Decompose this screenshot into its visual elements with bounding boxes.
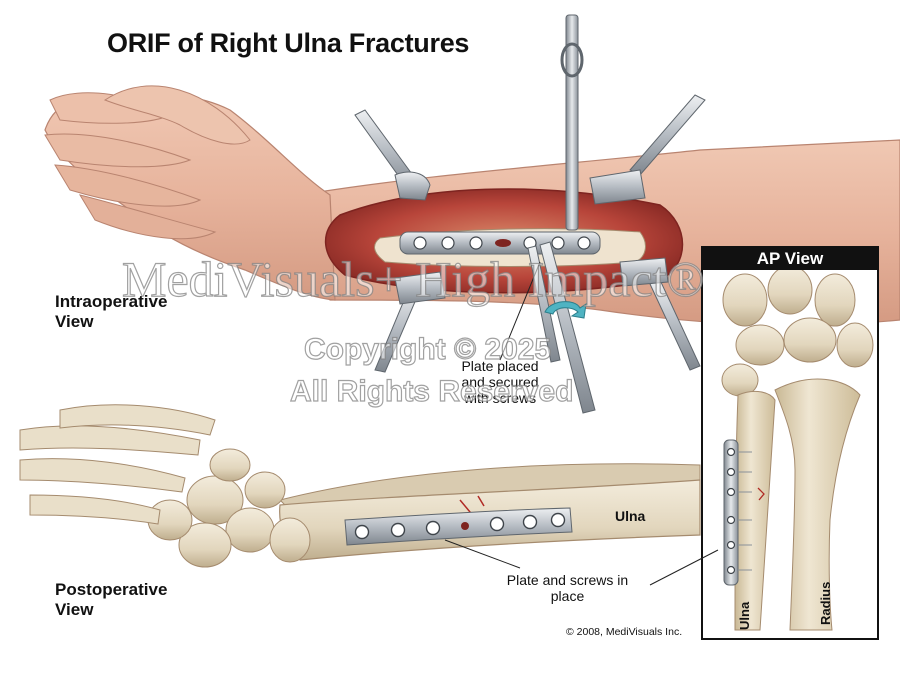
rotation-arrow-icon: [544, 301, 587, 319]
watermark-brand: MediVisuals+ High Impact®: [121, 250, 705, 307]
callout-line-intraop: [499, 261, 541, 361]
plate-screws-callout: Plate and screws in place: [506, 572, 629, 604]
callout-line-postop: [444, 539, 521, 569]
postoperative-view-label: Postoperative View: [55, 580, 168, 619]
ap-view-title: AP View: [702, 247, 878, 270]
postoperative-bones: [19, 404, 701, 569]
callout-line-ap: [649, 549, 719, 586]
ap-view-panel: [649, 246, 879, 640]
watermark-rights: All Rights Reserved: [289, 374, 574, 408]
ulna-label: Ulna: [615, 508, 646, 524]
copyright-notice: © 2008, MediVisuals Inc.: [566, 626, 683, 638]
intraoperative-view-label: Intraoperative View: [55, 292, 168, 331]
plate-placed-callout: Plate placed and secured with screws: [461, 358, 539, 406]
ap-ulna-label: Ulna: [737, 601, 752, 630]
forceps: [560, 14, 584, 231]
page-title: ORIF of Right Ulna Fractures: [107, 28, 470, 58]
bone-plate-ap: [723, 439, 752, 586]
retractors: [354, 94, 706, 373]
intraoperative-arm: [44, 14, 900, 414]
watermark-copyright: Copyright © 2025: [303, 332, 552, 366]
bone-plate-postop: [344, 507, 573, 546]
ap-radius-label: Radius: [818, 581, 833, 625]
screwdriver: [527, 241, 596, 414]
ap-fracture-line: [757, 487, 765, 501]
